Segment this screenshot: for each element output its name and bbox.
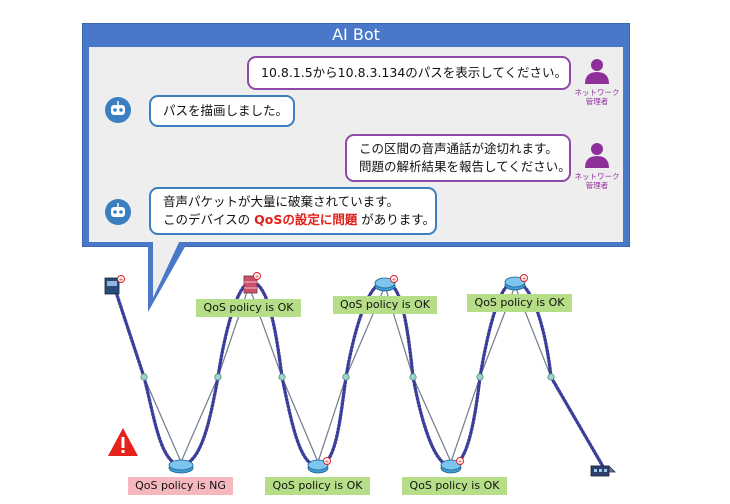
svg-text:+: + [324,459,329,466]
switch-icon[interactable] [168,459,194,474]
sender-label: ネットワーク 管理者 [574,172,620,190]
ai-bot-panel: AI Bot 10.8.1.5から10.8.3.134のパスを表示してください。… [82,23,630,247]
svg-text:+: + [118,277,123,284]
qos-status-label: QoS policy is OK [196,299,301,317]
bot-avatar-icon [105,97,131,123]
bot-avatar-icon [105,199,131,225]
svg-text:+: + [457,459,462,466]
message-text: パスを描画しました。 [163,103,289,118]
warning-triangle-icon [108,428,138,456]
qos-status-label: QoS policy is NG [128,477,233,495]
link-node [278,373,286,381]
svg-text:+: + [254,274,259,281]
bot-message: 音声パケットが大量に破棄されています。 このデバイスの QoSの設定に問題 があ… [149,187,437,235]
router-icon[interactable]: + [440,457,464,474]
svg-text:+: + [521,276,526,283]
svg-text:+: + [391,277,396,284]
message-text: この区間の音声通話が途切れます。 [359,141,558,156]
qos-status-label: QoS policy is OK [402,477,507,495]
link-node [476,373,484,381]
link-node [409,373,417,381]
panel-title: AI Bot [332,25,380,44]
firewall-icon[interactable]: + [243,272,261,294]
message-text: 問題の解析結果を報告してください。 [359,159,571,174]
source-host-icon[interactable]: + [104,275,125,295]
link-node [342,373,350,381]
user-message: この区間の音声通話が途切れます。 問題の解析結果を報告してください。 [345,134,571,182]
qos-status-label: QoS policy is OK [333,296,437,314]
link-node [214,373,222,381]
link-node [547,373,555,381]
router-icon[interactable]: + [307,457,331,474]
sender-label: ネットワーク 管理者 [574,88,620,106]
user-message: 10.8.1.5から10.8.3.134のパスを表示してください。 [247,56,571,90]
user-avatar-icon [585,59,609,84]
highlighted-issue: QoSの設定に問題 [254,212,358,227]
chat-area[interactable]: 10.8.1.5から10.8.3.134のパスを表示してください。 ネットワーク… [89,47,623,242]
user-avatar-icon [585,143,609,168]
message-text: このデバイスの QoSの設定に問題 があります。 [163,212,436,227]
destination-server-icon[interactable] [590,465,616,477]
bot-message: パスを描画しました。 [149,95,295,127]
qos-status-label: QoS policy is OK [467,294,572,312]
link-node [140,373,148,381]
message-text: 10.8.1.5から10.8.3.134のパスを表示してください。 [261,65,568,80]
router-icon[interactable]: + [374,275,398,292]
router-icon[interactable]: + [504,274,528,291]
qos-status-label: QoS policy is OK [265,477,370,495]
message-text: 音声パケットが大量に破棄されています。 [163,194,399,209]
